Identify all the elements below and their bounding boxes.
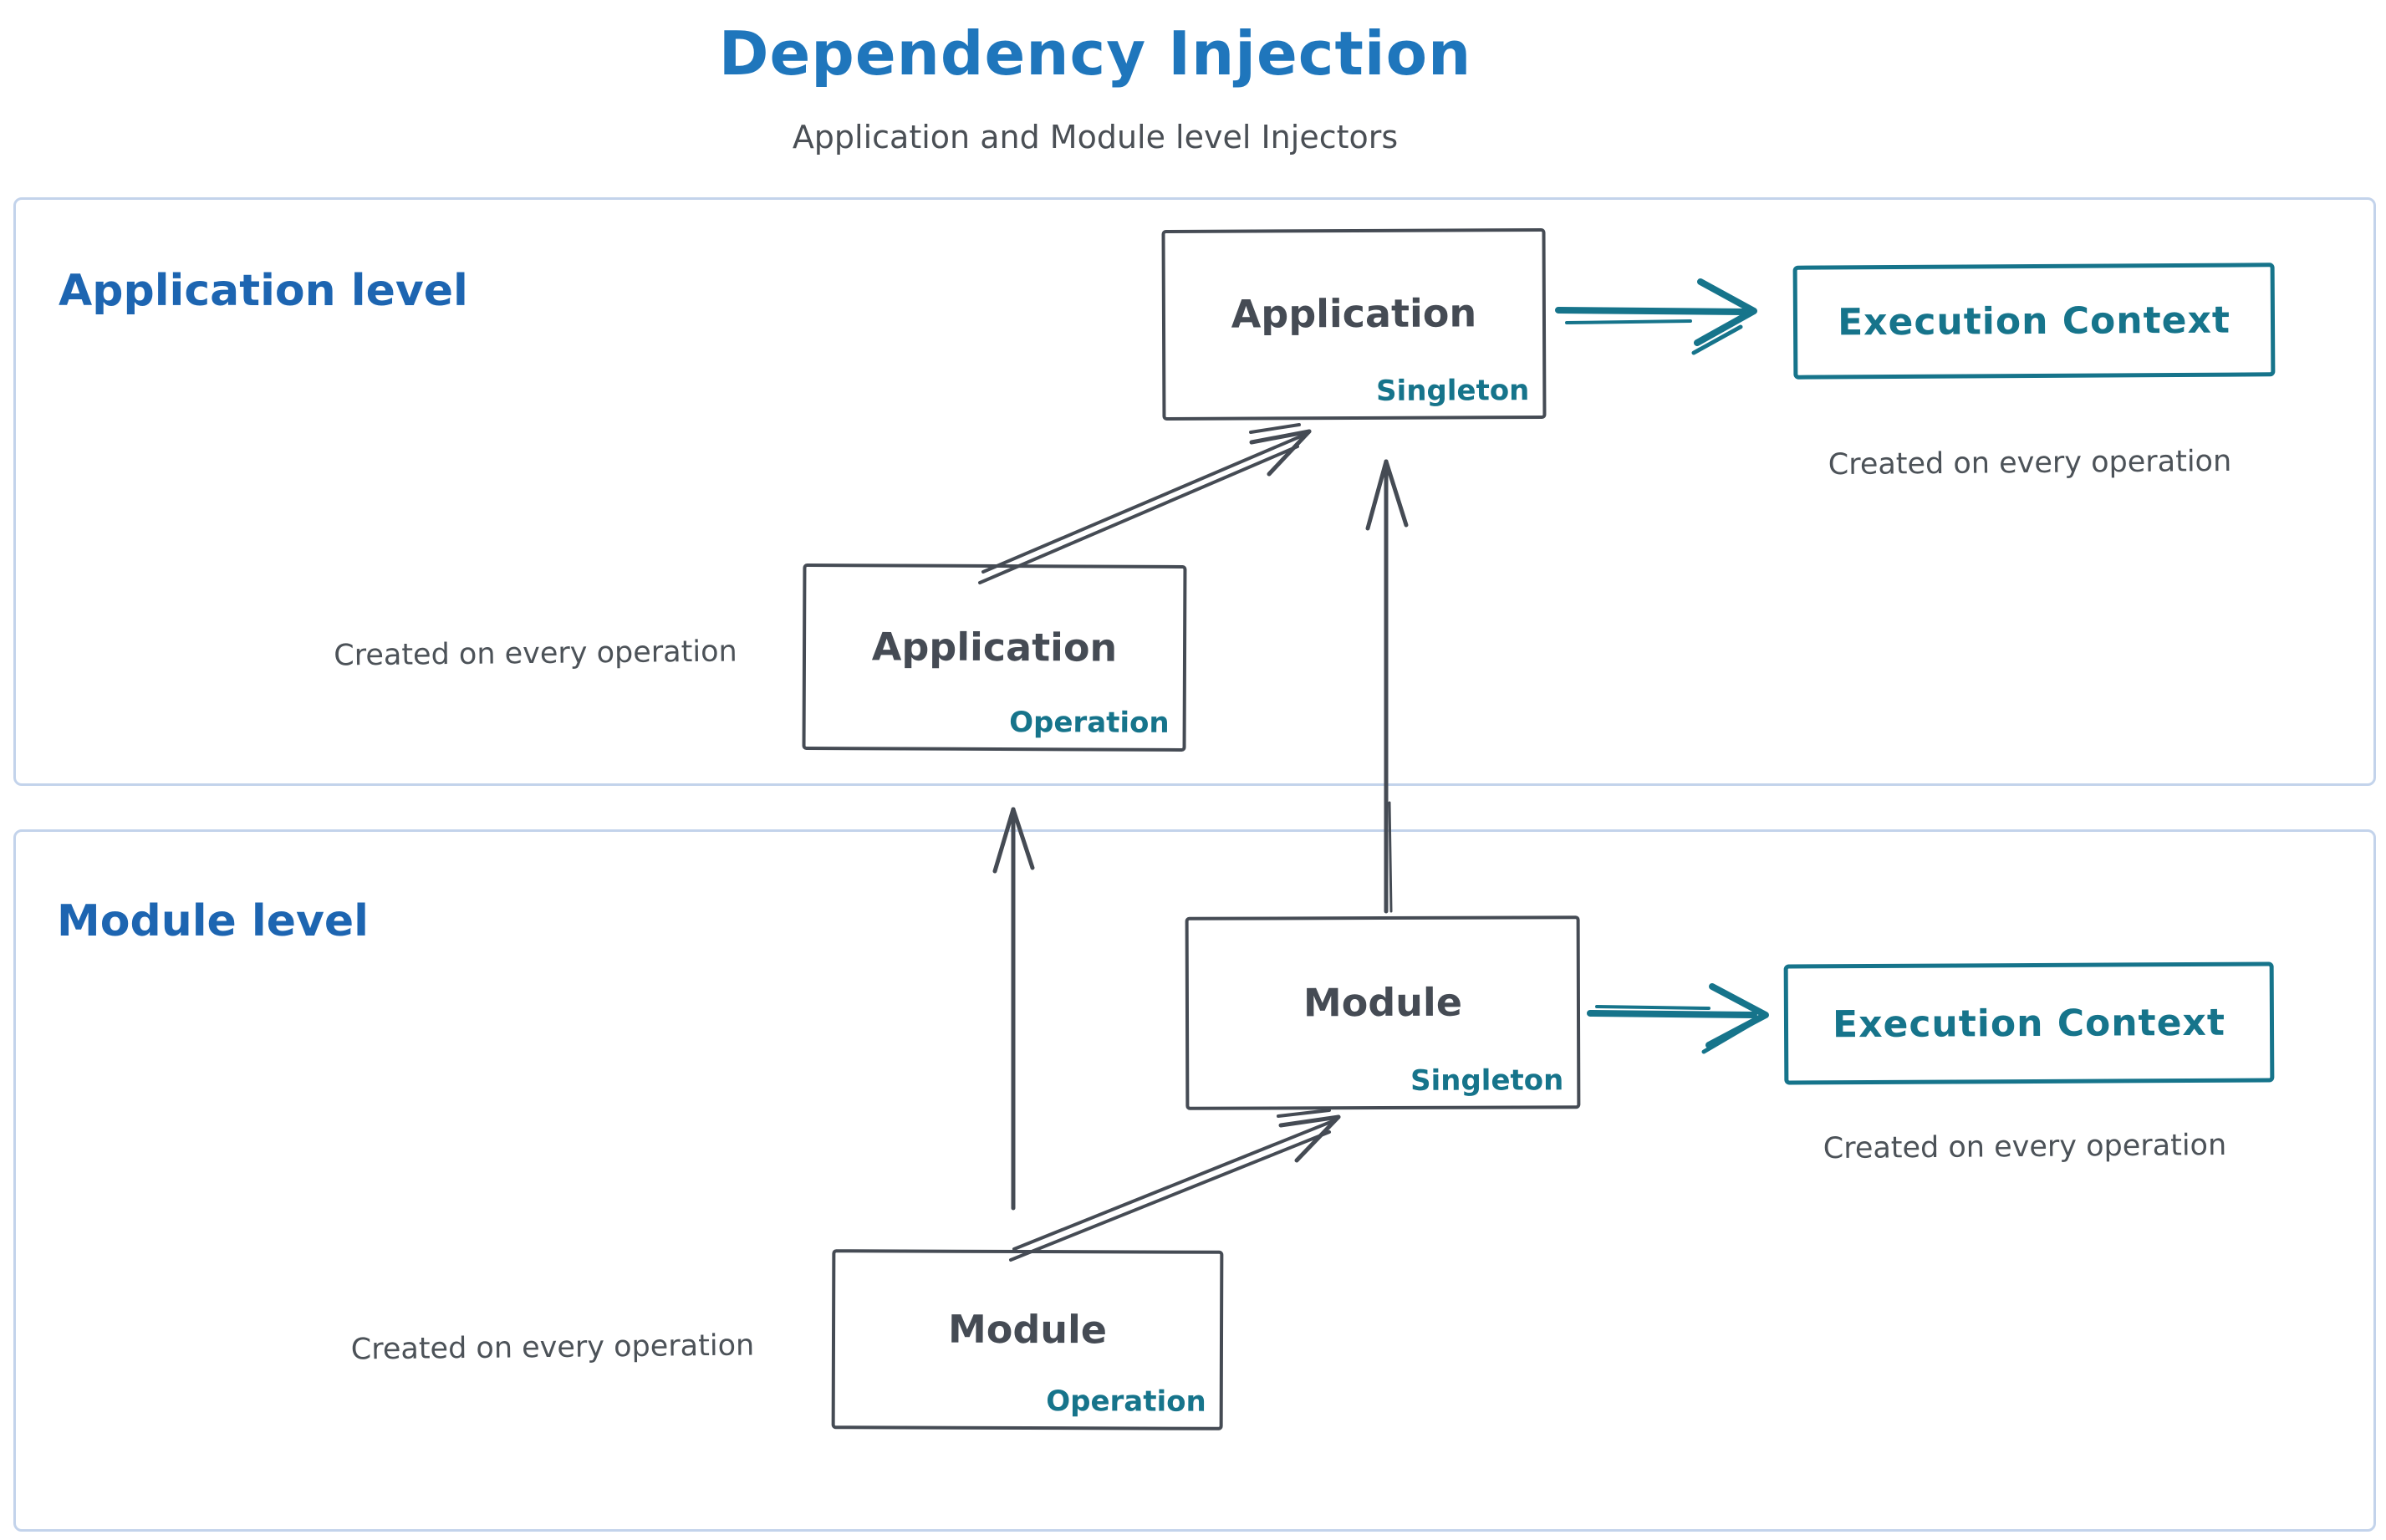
arrow-module-operation-to-app-operation[interactable] <box>992 807 1035 1211</box>
module-level-label: Module level <box>57 896 369 946</box>
arrow-app-operation-to-app-singleton[interactable] <box>978 423 1312 584</box>
arrow-app-singleton-to-execution-context[interactable] <box>1555 278 1757 355</box>
module-level-container[interactable] <box>13 829 2376 1532</box>
application-level-label: Application level <box>59 266 468 316</box>
diagram-title: Dependency Injection <box>718 18 1472 89</box>
arrow-module-singleton-to-app-singleton[interactable] <box>1365 459 1409 914</box>
diagram-subtitle: Application and Module level Injectors <box>792 119 1399 156</box>
application-level-container[interactable] <box>13 197 2376 786</box>
arrow-module-operation-to-module-singleton[interactable] <box>1009 1109 1341 1262</box>
arrow-module-singleton-to-execution-context[interactable] <box>1587 983 1769 1054</box>
